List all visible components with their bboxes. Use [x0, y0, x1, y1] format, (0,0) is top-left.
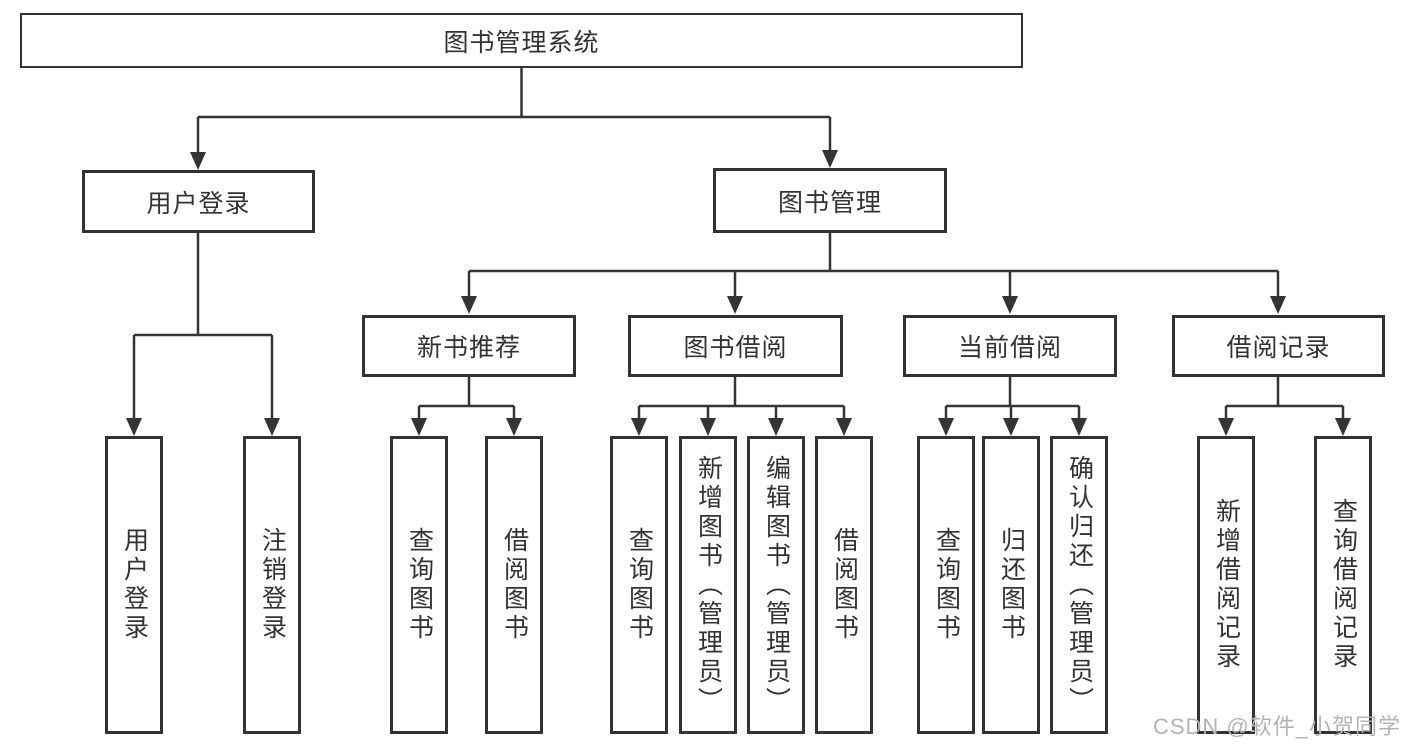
watermark: CSDN @软件_小贺同学 — [1152, 714, 1401, 739]
node-rcd-add-borrow-record: 新增借阅记录 — [1197, 436, 1255, 734]
node-label: 查询借阅记录 — [1329, 498, 1358, 672]
node-label: 确认归还（管理员） — [1065, 454, 1094, 716]
node-user-login: 用户登录 — [82, 170, 315, 233]
node-borrowing-records: 借阅记录 — [1172, 315, 1385, 377]
node-bor-add-books-admin: 新增图书（管理员） — [679, 436, 737, 734]
node-book-management: 图书管理 — [713, 168, 947, 233]
node-leaf-user-login: 用户登录 — [105, 436, 163, 734]
node-cur-confirm-return-admin: 确认归还（管理员） — [1050, 436, 1108, 734]
node-label: 借阅图书 — [830, 527, 859, 643]
node-label: 当前借阅 — [957, 334, 1062, 362]
node-label: 用户登录 — [120, 527, 149, 643]
node-bor-borrow-books: 借阅图书 — [815, 436, 873, 734]
node-label: 查询图书 — [625, 527, 654, 643]
node-rcd-query-borrow-record: 查询借阅记录 — [1314, 436, 1372, 734]
node-label: 借阅记录 — [1226, 334, 1331, 362]
node-label: 新书推荐 — [416, 334, 521, 362]
node-rec-query-books: 查询图书 — [390, 436, 448, 734]
node-label: 归还图书 — [997, 527, 1026, 643]
node-label: 查询图书 — [932, 527, 961, 643]
node-book-borrowing: 图书借阅 — [628, 315, 843, 377]
node-cur-query-books: 查询图书 — [917, 436, 975, 734]
node-label: 图书管理系统 — [443, 28, 600, 57]
node-label: 用户登录 — [146, 189, 251, 218]
node-current-borrowing: 当前借阅 — [903, 315, 1117, 377]
node-label: 新增图书（管理员） — [694, 454, 723, 716]
node-root: 图书管理系统 — [20, 13, 1023, 68]
node-leaf-logout: 注销登录 — [243, 436, 301, 734]
node-label: 查询图书 — [405, 527, 434, 643]
node-label: 借阅图书 — [500, 527, 529, 643]
arrowhead-icons — [126, 150, 1351, 436]
node-bor-query-books: 查询图书 — [610, 436, 668, 734]
node-rec-borrow-books: 借阅图书 — [485, 436, 543, 734]
node-label: 注销登录 — [258, 527, 287, 643]
node-new-book-recommend: 新书推荐 — [362, 315, 576, 377]
node-bor-edit-books-admin: 编辑图书（管理员） — [747, 436, 805, 734]
node-label: 图书借阅 — [683, 334, 788, 362]
node-label: 编辑图书（管理员） — [762, 454, 791, 716]
node-label: 图书管理 — [777, 188, 882, 217]
node-label: 新增借阅记录 — [1212, 498, 1241, 672]
node-cur-return-books: 归还图书 — [982, 436, 1040, 734]
